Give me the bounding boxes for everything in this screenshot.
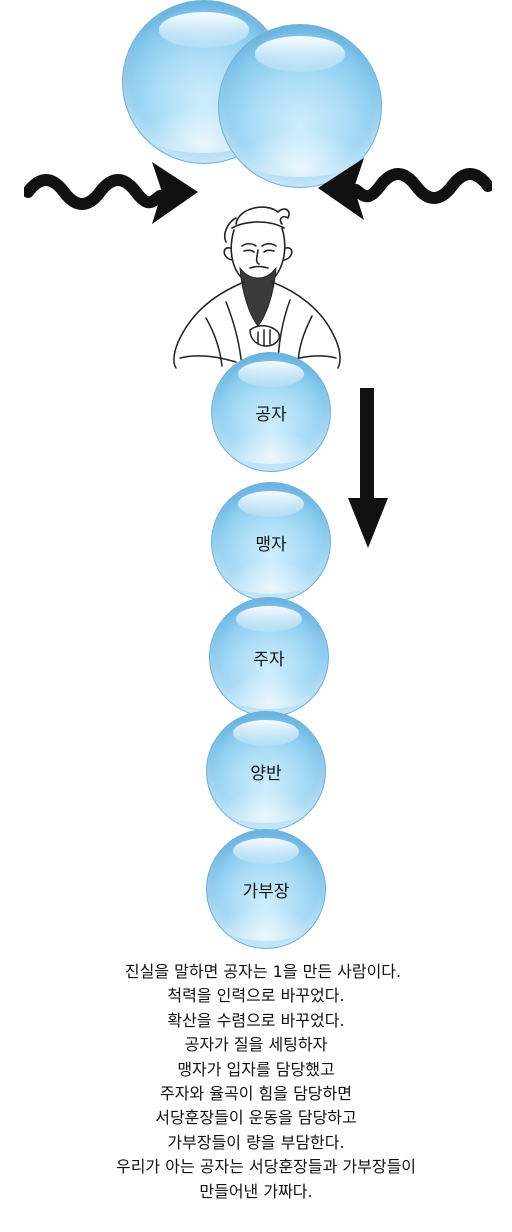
caption-line: 확산을 수렴으로 바꾸었다.: [167, 1010, 345, 1030]
caption-line: 척력을 인력으로 바꾸었다.: [167, 986, 345, 1006]
stack-bubble-label: 주자: [253, 649, 285, 670]
wavy-left-arrow-icon: [318, 158, 492, 220]
stack-bubble-yangban: 양반: [206, 711, 326, 831]
caption-line: 주자와 율곡이 힘을 담당하면: [160, 1083, 352, 1103]
stack-bubble-label: 양반: [250, 763, 282, 784]
stack-bubble-gabujang: 가부장: [206, 829, 326, 949]
stack-bubble-gongja: 공자: [211, 352, 331, 472]
caption-line: 우리가 아는 공자는 서당훈장들과 가부장들이: [115, 1157, 417, 1177]
caption-line: 만들어낸 가짜다.: [199, 1181, 313, 1201]
stack-bubble-juja: 주자: [209, 597, 329, 717]
caption-line: 서당훈장들이 운동을 담당하고: [155, 1108, 357, 1128]
caption-line: 맹자가 입자를 담당했고: [177, 1059, 335, 1079]
stack-bubble-label: 가부장: [242, 881, 290, 902]
stack-bubble-maengja: 맹자: [211, 482, 331, 602]
wavy-right-arrow-icon: [24, 162, 198, 224]
top-bubble-right: [218, 24, 382, 188]
caption: 진실을 말하면 공자는 1을 만든 사람이다. 척력을 인력으로 바꾸었다. 확…: [0, 960, 512, 1204]
down-arrow-icon: [348, 388, 388, 548]
stack-bubble-label: 공자: [255, 404, 287, 425]
caption-line: 가부장들이 량을 부담한다.: [167, 1132, 345, 1152]
stack-bubble-label: 맹자: [255, 534, 287, 555]
caption-line: 진실을 말하면 공자는 1을 만든 사람이다.: [124, 962, 402, 981]
confucius-portrait-icon: [173, 206, 341, 369]
caption-line: 공자가 질을 세팅하자: [184, 1035, 328, 1055]
